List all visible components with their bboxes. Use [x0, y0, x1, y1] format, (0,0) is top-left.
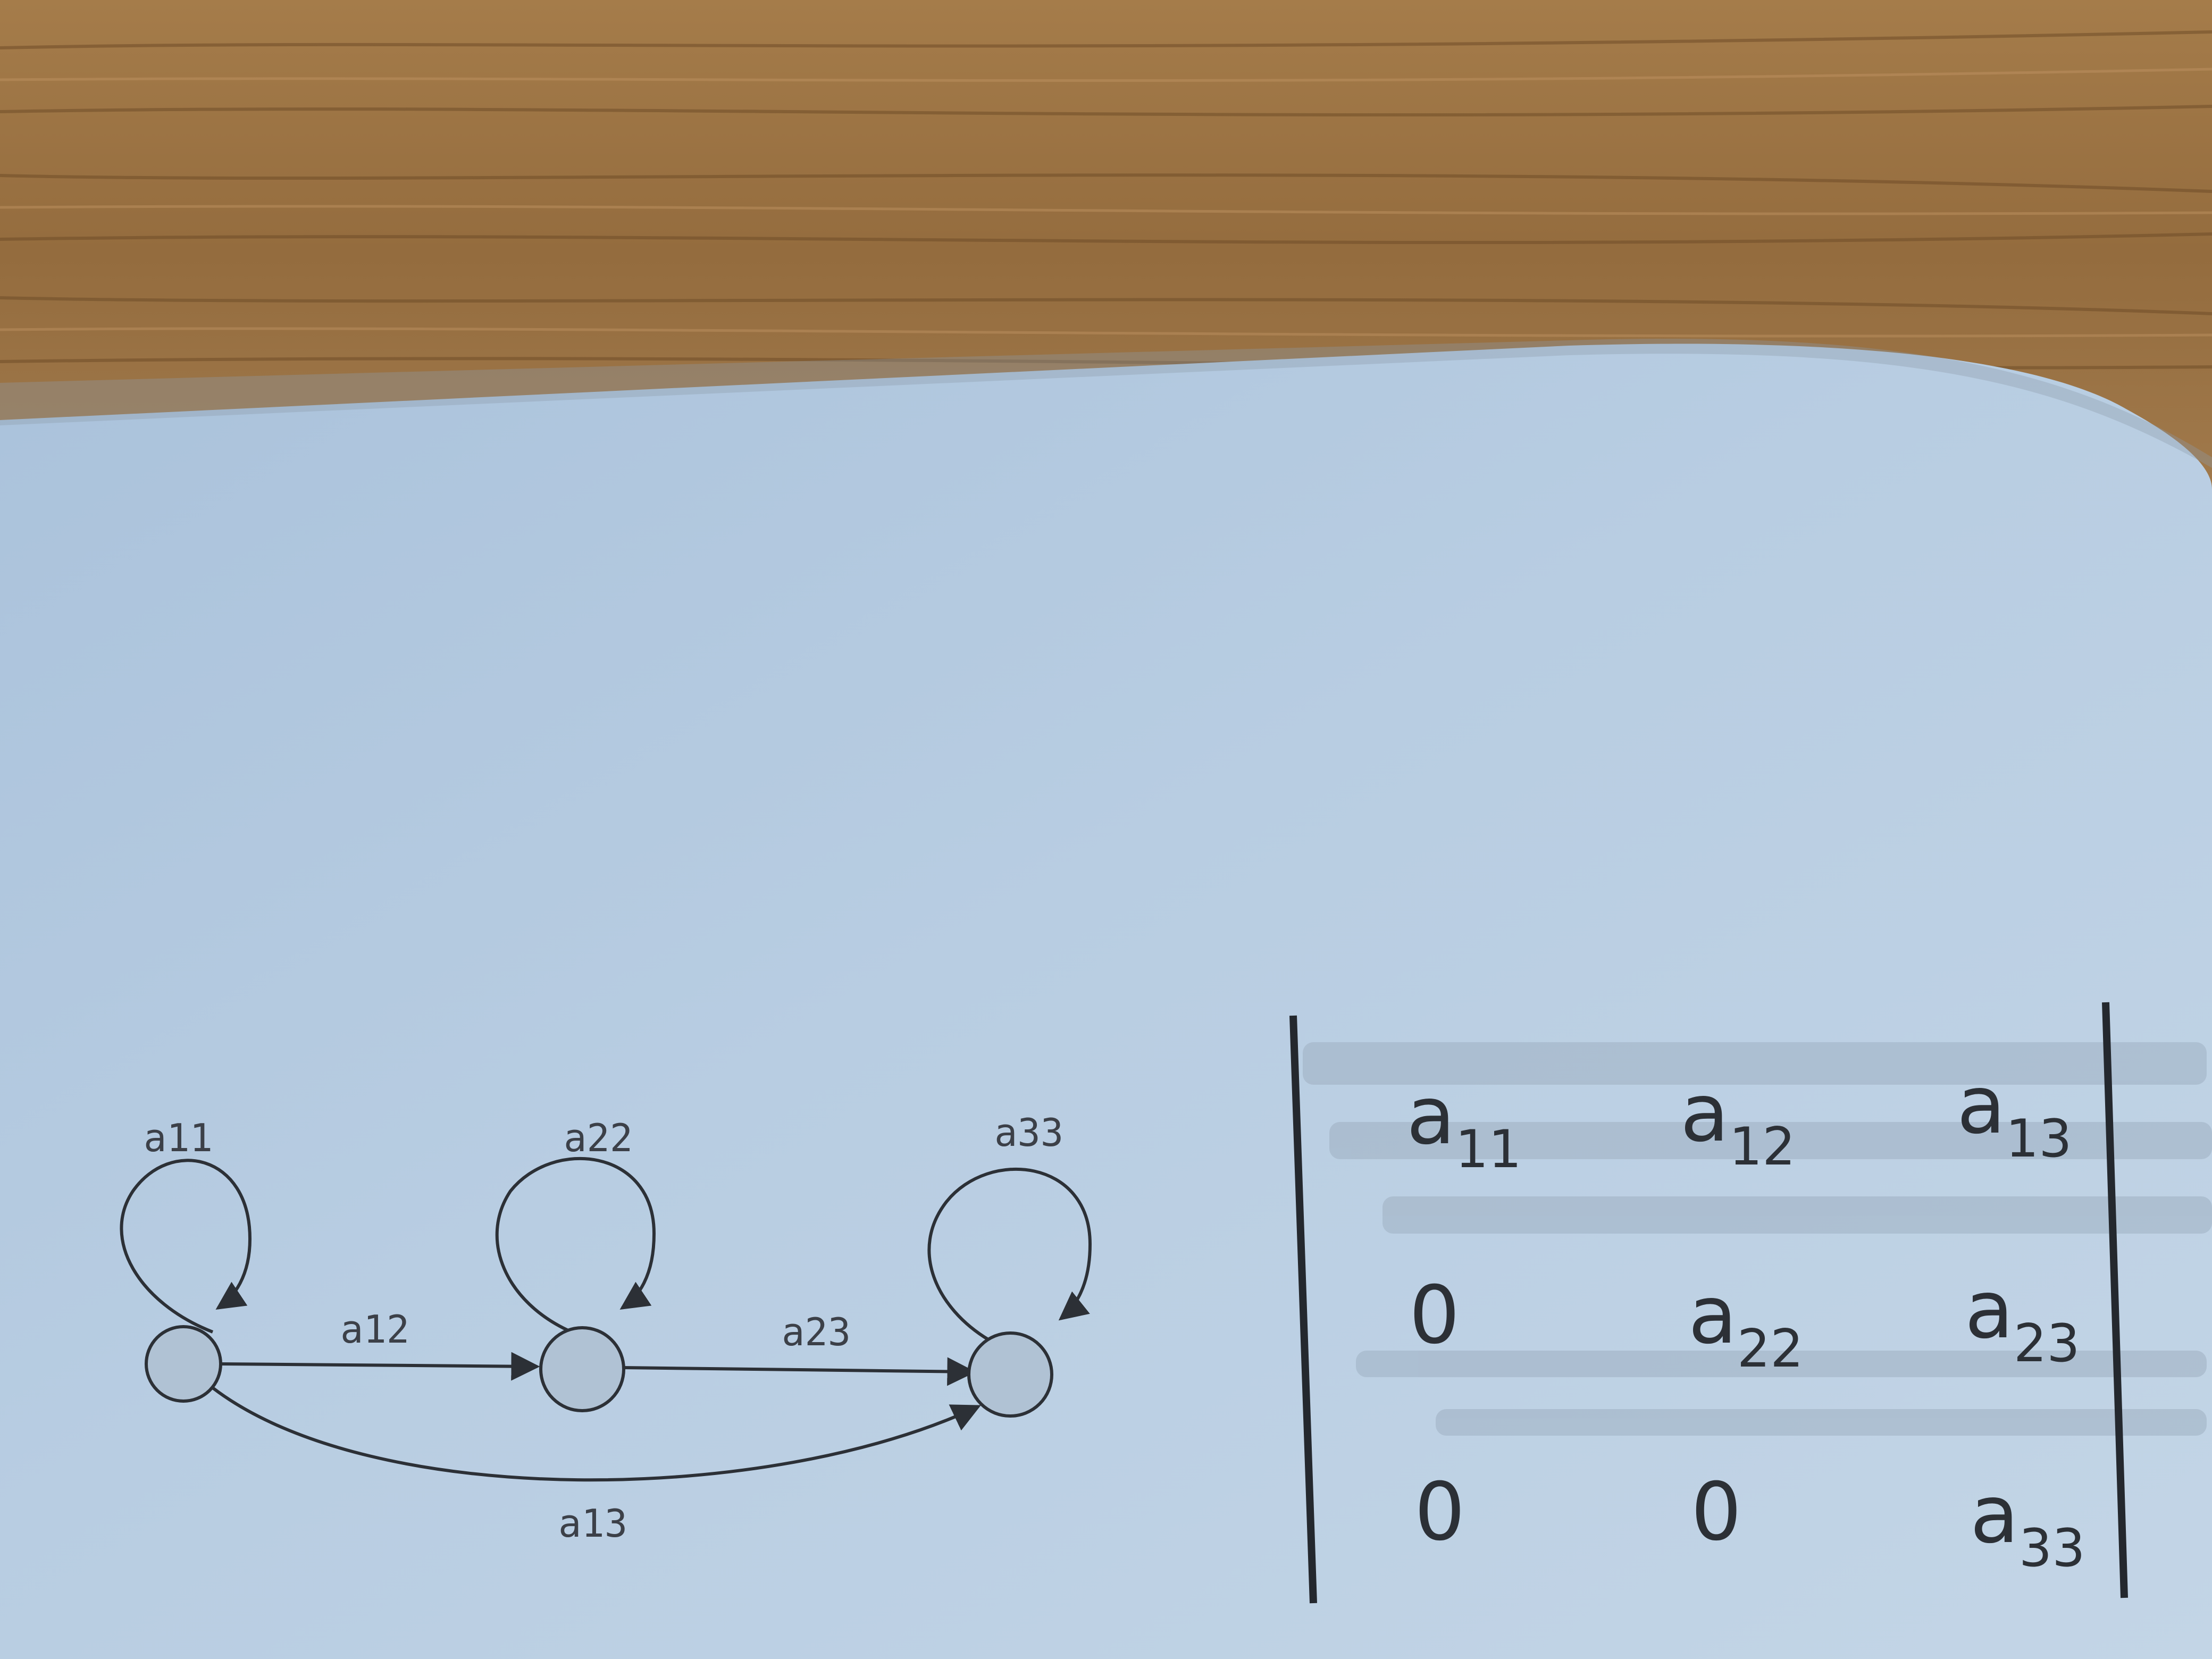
self-loop-label-1: a11 [144, 1116, 213, 1160]
matrix-cell-3-2: 0 [1691, 1466, 1741, 1559]
self-loop-2 [495, 1157, 656, 1334]
matrix-cell-2-2: a22 [1688, 1269, 1804, 1379]
state-node-2 [539, 1326, 625, 1412]
matrix-cell-3-3: a33 [1970, 1469, 2085, 1579]
matrix-cell-1-1: a11 [1406, 1070, 1522, 1180]
self-loop-1 [120, 1159, 252, 1334]
matrix-cell-2-3: a23 [1965, 1264, 2080, 1374]
matrix-cell-1-3: a13 [1957, 1059, 2072, 1169]
edge-label-a12: a12 [340, 1307, 409, 1352]
edge-2-3 [623, 1357, 976, 1386]
self-loop-3 [927, 1167, 1092, 1342]
state-diagram [120, 1157, 1092, 1482]
edge-label-a23: a23 [782, 1310, 851, 1354]
edge-1-2 [219, 1352, 540, 1381]
self-loop-label-2: a22 [564, 1116, 633, 1160]
state-node-1 [145, 1325, 222, 1403]
self-loop-label-3: a33 [994, 1110, 1063, 1155]
matrix: a11 a12 a13 0 a22 a23 0 0 a33 [1289, 1002, 2128, 1604]
matrix-cell-2-1: 0 [1409, 1269, 1460, 1362]
matrix-cell-3-1: 0 [1414, 1466, 1465, 1559]
state-node-3 [967, 1331, 1053, 1418]
show-through-text [1303, 1042, 2212, 1436]
paper-edge-shadow [0, 338, 2212, 468]
edge-1-3 [212, 1386, 981, 1482]
paper-sheet [0, 343, 2212, 1659]
edge-label-a13: a13 [558, 1501, 627, 1546]
matrix-left-bar [1289, 1015, 1317, 1604]
matrix-right-bar [2102, 1002, 2128, 1598]
matrix-cell-1-2: a12 [1680, 1067, 1796, 1177]
